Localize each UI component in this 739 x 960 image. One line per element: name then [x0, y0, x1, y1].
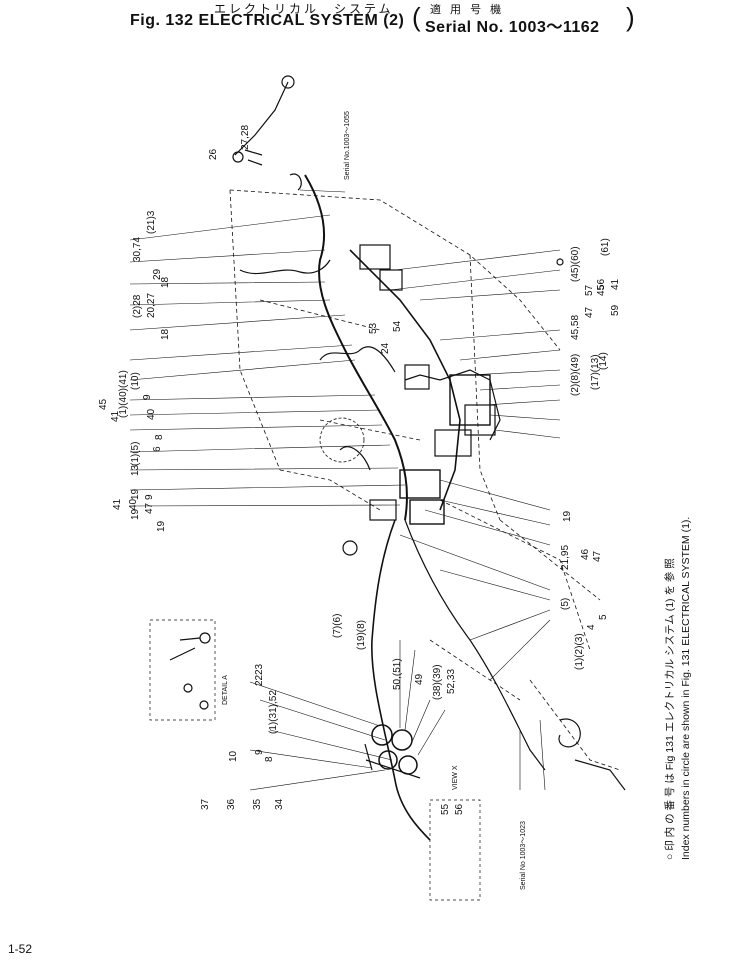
part-label: 23 [254, 663, 265, 675]
part-label: 40 [146, 408, 157, 420]
frame-outline [229, 189, 621, 771]
part-label: 9 [144, 494, 155, 500]
part-label: 19 [562, 510, 573, 522]
part-label: (2)(8)(49) [570, 353, 581, 396]
part-label: 54 [392, 320, 403, 332]
part-label: 4 [586, 624, 597, 630]
part-label: (1)(5) [130, 441, 141, 466]
serial-japanese: 適 用 号 機 [430, 4, 505, 16]
part-label: 46 [580, 548, 591, 560]
part-label: 47 [584, 306, 595, 318]
part-label: 21,95 [560, 544, 571, 570]
part-label: 26 [208, 148, 219, 160]
serial-range: Serial No. 1003～1162 [425, 19, 600, 36]
part-label: (14) [598, 352, 609, 370]
part-label: 22 [254, 674, 265, 686]
part-label: 49 [414, 673, 425, 685]
part-label: 10 [228, 750, 239, 762]
part-label: 19 [130, 508, 141, 520]
part-label: (10) [130, 372, 141, 390]
part-label: 18 [160, 276, 171, 288]
part-label: 50,(51) [392, 658, 403, 690]
part-label: 34 [274, 798, 285, 810]
title-japanese: エレクトリカル システム [214, 2, 394, 16]
part-label: (21)3 [146, 210, 157, 234]
part-label: (7)(6) [332, 613, 343, 638]
part-label: (5) [560, 597, 571, 610]
part-label: 59 [610, 304, 621, 316]
circle-index-note-jp: ○ 印 内 の 番 号 は Fig 131 エレクトリカル システム (1) を… [664, 558, 676, 860]
view-x-label: VIEW X [452, 765, 459, 790]
part-label: 35 [252, 798, 263, 810]
part-label: (1)(2)(3) [574, 633, 585, 670]
part-label: 55 [440, 803, 451, 815]
part-label: 18 [160, 328, 171, 340]
part-label: 56 [596, 278, 607, 290]
part-label: 56 [454, 803, 465, 815]
part-label: (2)28 [132, 294, 143, 318]
circle-index-note-en: Index numbers in circle are shown in Fig… [680, 516, 692, 860]
part-label: 53 [368, 322, 379, 334]
serial-callout-b: Serial No 1003～1023 [520, 821, 527, 890]
part-label: 8 [264, 756, 275, 762]
page-title: Fig. 132 ELECTRICAL SYSTEM (2) [130, 12, 405, 29]
part-label: (61) [600, 238, 611, 256]
part-label: 37 [200, 798, 211, 810]
page-number: 1-52 [8, 942, 33, 956]
part-label: 47 [144, 502, 155, 514]
part-label: 45,58 [570, 314, 581, 340]
part-label: 52,33 [446, 668, 457, 694]
part-label: 47 [592, 550, 603, 562]
part-label: 5 [598, 614, 609, 620]
part-label: 40 [128, 498, 139, 510]
part-label: 41 [610, 278, 621, 290]
part-label: (1)(40)(41) [118, 370, 129, 418]
part-label: (45)(60) [570, 246, 581, 282]
part-label: 41 [112, 498, 123, 510]
detail-a-label: DETAIL A [222, 675, 229, 705]
part-label: 9 [142, 394, 153, 400]
part-label: 13 [130, 464, 141, 476]
part-label: (1)(31),52 [268, 690, 279, 734]
part-label: 20,27 [146, 292, 157, 318]
serial-callout-a: Serial No.1003～1055 [344, 111, 351, 180]
part-label: 8 [154, 434, 165, 440]
part-label: 19 [156, 520, 167, 532]
part-label: 6 [152, 446, 163, 452]
part-label: 24 [380, 342, 391, 354]
part-label: 57 [584, 284, 595, 296]
part-label: 36 [226, 798, 237, 810]
part-label: 27,28 [240, 124, 251, 150]
part-label: 45 [98, 398, 109, 410]
part-label: 30,74 [132, 236, 143, 262]
part-label: (19)(8) [356, 619, 367, 650]
part-label: (38)(39) [432, 664, 443, 700]
bracket-close: ) [626, 2, 635, 32]
bracket-open: ( [412, 2, 421, 32]
part-label: 9 [254, 749, 265, 755]
